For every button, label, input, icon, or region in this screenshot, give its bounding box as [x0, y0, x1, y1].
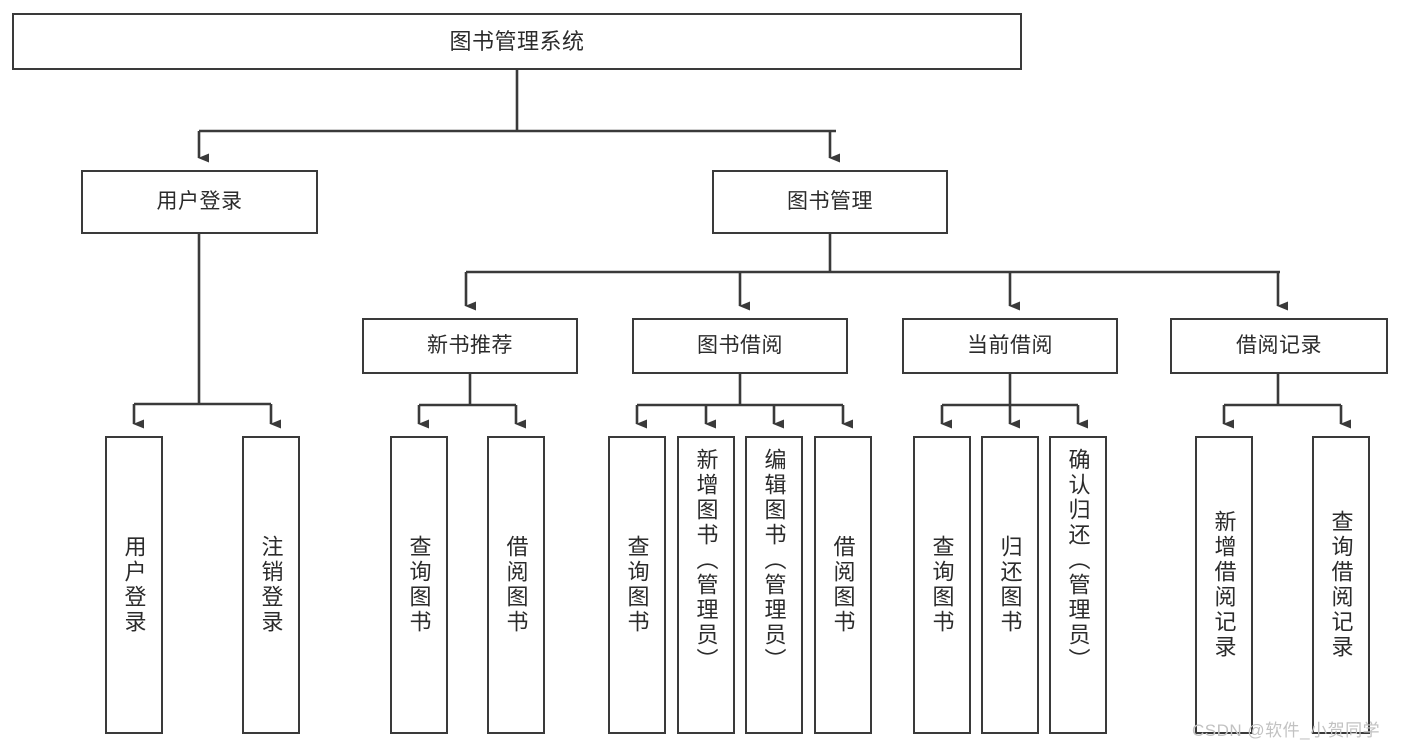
node-label: 用户登录	[121, 535, 147, 635]
node-current-borrow[interactable]: 当前借阅	[902, 318, 1118, 374]
leaf-confirm-return-admin[interactable]: 确认归还（管理员）	[1049, 436, 1107, 734]
leaf-add-book-admin[interactable]: 新增图书（管理员）	[677, 436, 735, 734]
node-label: 图书借阅	[697, 333, 783, 357]
leaf-user-login[interactable]: 用户登录	[105, 436, 163, 734]
node-label: 新增图书（管理员）	[693, 448, 719, 673]
node-label: 图书管理系统	[449, 28, 585, 54]
node-label: 借阅图书	[503, 535, 529, 635]
node-label: 查询借阅记录	[1328, 510, 1354, 660]
node-label: 新增借阅记录	[1211, 510, 1237, 660]
leaf-add-borrow-record[interactable]: 新增借阅记录	[1195, 436, 1253, 734]
node-label: 当前借阅	[967, 333, 1053, 357]
node-label: 确认归还（管理员）	[1065, 448, 1091, 673]
node-book-borrow[interactable]: 图书借阅	[632, 318, 848, 374]
leaf-logout[interactable]: 注销登录	[242, 436, 300, 734]
node-label: 查询图书	[624, 535, 650, 635]
leaf-borrow-book-recommend[interactable]: 借阅图书	[487, 436, 545, 734]
node-user-login[interactable]: 用户登录	[81, 170, 318, 234]
node-label: 查询图书	[406, 535, 432, 635]
node-label: 编辑图书（管理员）	[761, 448, 787, 673]
leaf-query-borrow-record[interactable]: 查询借阅记录	[1312, 436, 1370, 734]
leaf-edit-book-admin[interactable]: 编辑图书（管理员）	[745, 436, 803, 734]
node-book-management[interactable]: 图书管理	[712, 170, 948, 234]
node-new-book-recommend[interactable]: 新书推荐	[362, 318, 578, 374]
leaf-return-book[interactable]: 归还图书	[981, 436, 1039, 734]
leaf-query-book-recommend[interactable]: 查询图书	[390, 436, 448, 734]
node-label: 图书管理	[787, 189, 873, 213]
leaf-query-book-borrow[interactable]: 查询图书	[608, 436, 666, 734]
node-label: 借阅图书	[830, 535, 856, 635]
node-label: 注销登录	[258, 535, 284, 635]
node-borrow-record[interactable]: 借阅记录	[1170, 318, 1388, 374]
node-label: 借阅记录	[1236, 333, 1322, 357]
node-label: 归还图书	[997, 535, 1023, 635]
leaf-borrow-book[interactable]: 借阅图书	[814, 436, 872, 734]
node-label: 新书推荐	[427, 333, 513, 357]
node-label: 用户登录	[156, 189, 243, 213]
node-root-book-management-system[interactable]: 图书管理系统	[12, 13, 1022, 70]
node-label: 查询图书	[929, 535, 955, 635]
leaf-query-book-current[interactable]: 查询图书	[913, 436, 971, 734]
